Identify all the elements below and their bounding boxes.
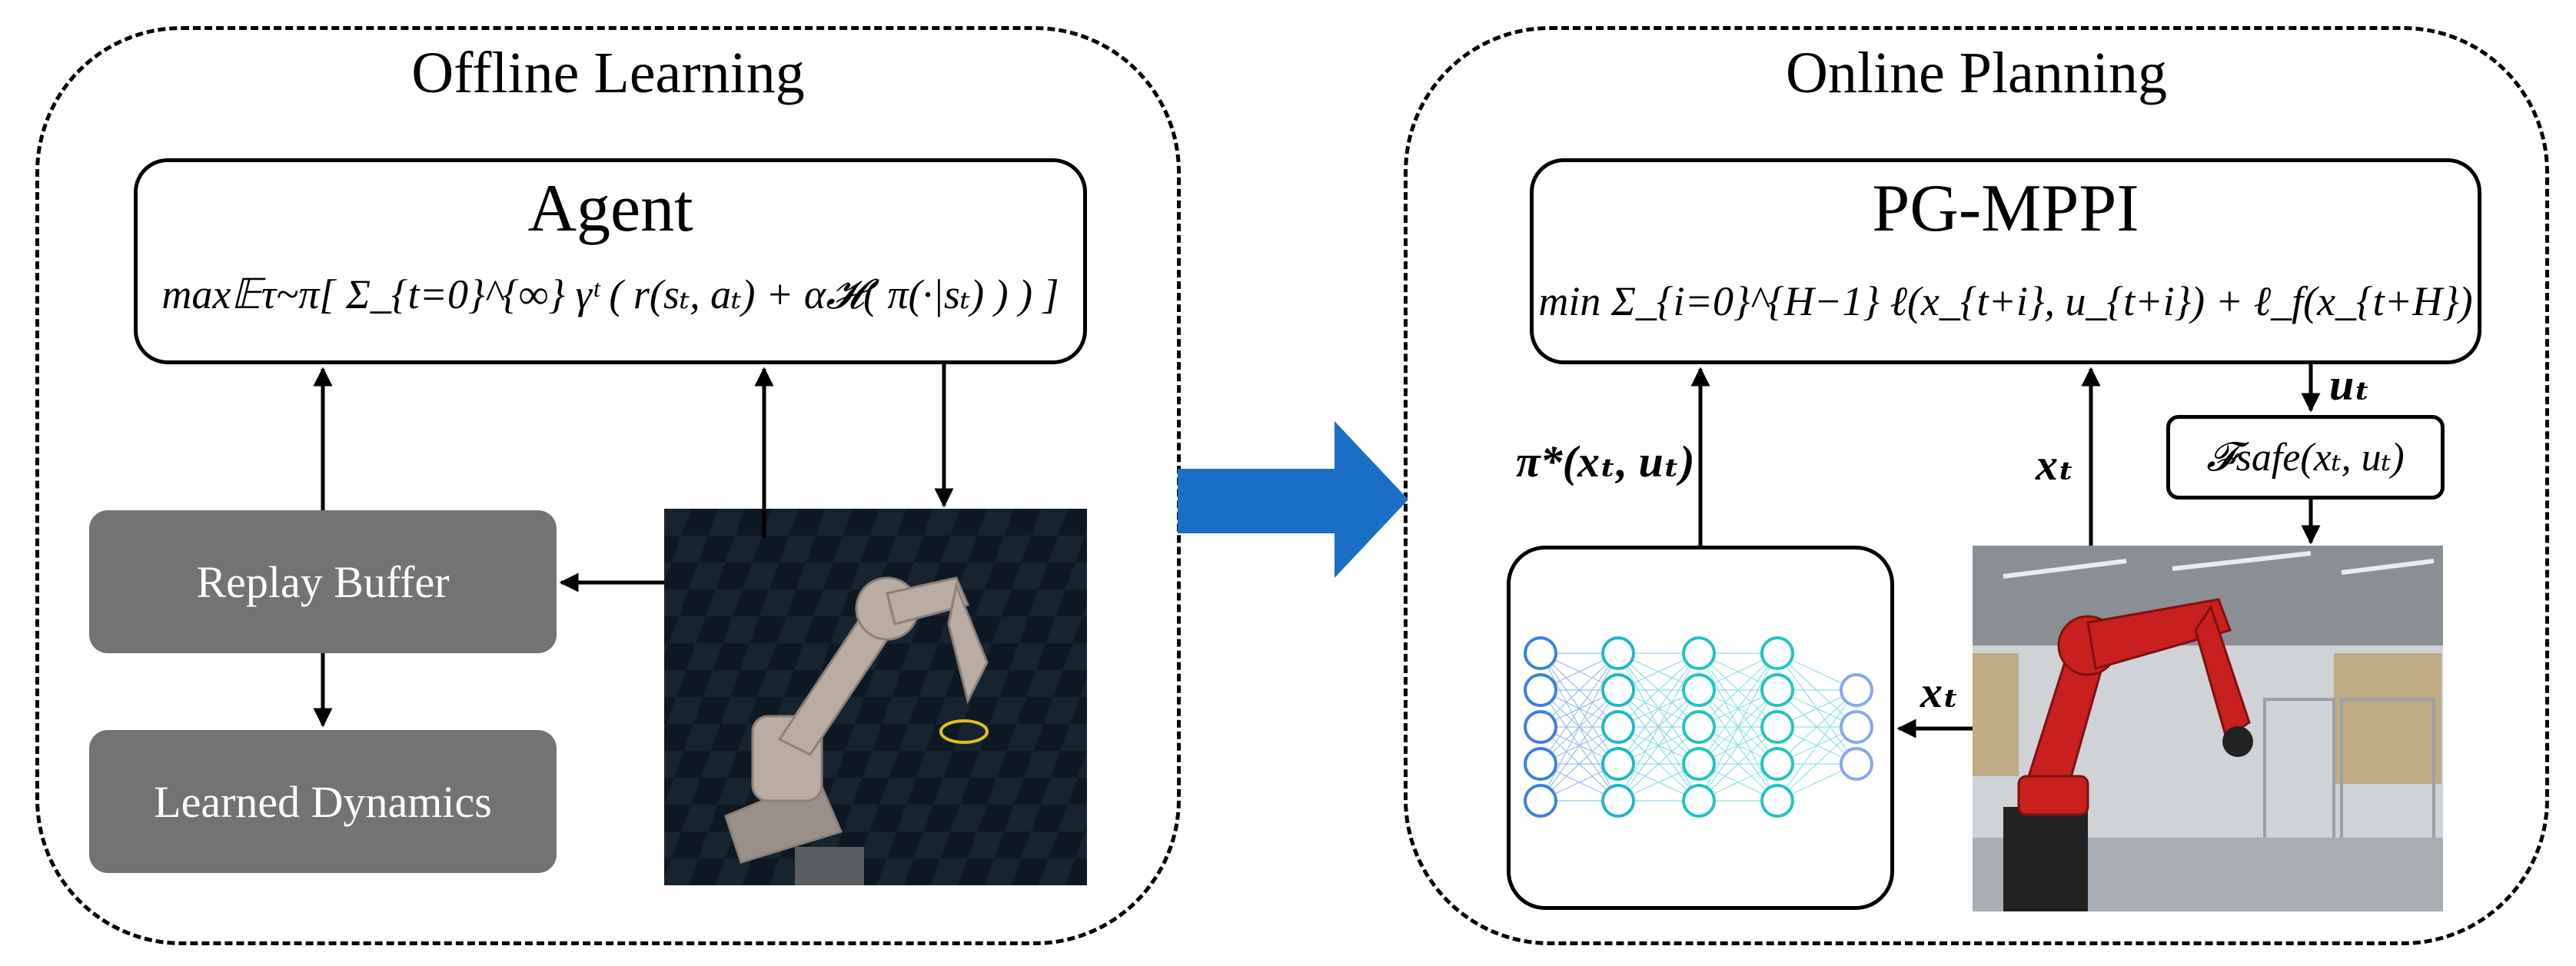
nn-node bbox=[1524, 636, 1557, 670]
online-planning-panel bbox=[1404, 26, 2549, 945]
state-label-right: xₜ bbox=[1920, 667, 1959, 717]
nn-node bbox=[1760, 747, 1794, 781]
nn-node bbox=[1601, 673, 1635, 707]
nn-node bbox=[1760, 784, 1794, 818]
pg-mppi-box: PG-MPPI min Σ_{i=0}^{H−1} ℓ(x_{t+i}, u_{… bbox=[1530, 158, 2481, 364]
nn-node bbox=[1601, 710, 1635, 744]
nn-node bbox=[1840, 710, 1873, 744]
nn-node bbox=[1524, 747, 1557, 781]
nn-node bbox=[1760, 673, 1794, 707]
nn-node bbox=[1682, 747, 1716, 781]
control-label: uₜ bbox=[2329, 360, 2371, 410]
nn-node bbox=[1601, 784, 1635, 818]
nn-node bbox=[1760, 710, 1794, 744]
pg-mppi-cost-formula: min Σ_{i=0}^{H−1} ℓ(x_{t+i}, u_{t+i}) + … bbox=[1538, 278, 2473, 324]
nn-node bbox=[1524, 673, 1557, 707]
simulation-robot-image bbox=[664, 509, 1087, 885]
transfer-arrow bbox=[1178, 421, 1408, 578]
replay-buffer-box: Replay Buffer bbox=[89, 510, 557, 653]
nn-node bbox=[1760, 636, 1794, 670]
safety-filter-box: 𝓕safe(xₜ, uₜ) bbox=[2166, 415, 2445, 500]
nn-node bbox=[1682, 636, 1716, 670]
neural-network-icon bbox=[1524, 636, 1873, 818]
pg-mppi-title: PG-MPPI bbox=[1872, 171, 2139, 246]
agent-objective-formula: max𝔼τ~π[ Σ_{t=0}^{∞} γᵗ ( r(sₜ, aₜ) + α𝓗… bbox=[161, 271, 1059, 317]
nn-node bbox=[1682, 784, 1716, 818]
agent-box: Agent max𝔼τ~π[ Σ_{t=0}^{∞} γᵗ ( r(sₜ, aₜ… bbox=[134, 158, 1087, 364]
nn-node bbox=[1682, 710, 1716, 744]
nn-node bbox=[1524, 784, 1557, 818]
nn-node bbox=[1601, 747, 1635, 781]
nn-node bbox=[1840, 747, 1873, 781]
nn-node bbox=[1682, 673, 1716, 707]
nn-node bbox=[1601, 636, 1635, 670]
online-planning-title: Online Planning bbox=[1785, 41, 2168, 105]
real-robot-image bbox=[1973, 546, 2443, 911]
state-label-top: xₜ bbox=[2036, 440, 2075, 490]
agent-title: Agent bbox=[527, 171, 693, 246]
offline-learning-title: Offline Learning bbox=[411, 41, 805, 105]
nn-node bbox=[1524, 710, 1557, 744]
learned-dynamics-box: Learned Dynamics bbox=[89, 730, 557, 873]
nn-node bbox=[1840, 673, 1873, 707]
policy-label: π*(xₜ, uₜ) bbox=[1516, 437, 1695, 486]
